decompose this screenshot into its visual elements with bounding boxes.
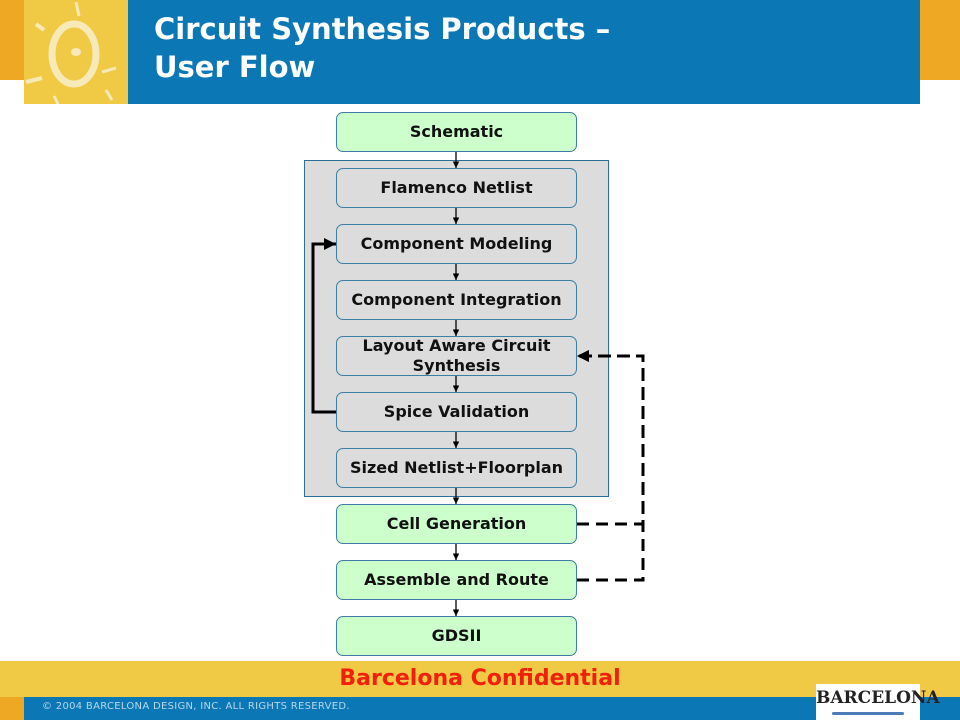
footer-yellow-band bbox=[0, 661, 960, 697]
flow-node-gdsii: GDSII bbox=[336, 616, 577, 656]
edge-assemble-and-route-to-layout-aware-circuit-synthesis bbox=[577, 350, 645, 582]
barcelona-logo: BARCELONA bbox=[816, 684, 940, 720]
flow-node-spice-validation: Spice Validation bbox=[336, 392, 577, 432]
header-sun-panel bbox=[24, 0, 128, 105]
header-orange-strip-right bbox=[920, 0, 960, 80]
confidential-label: Barcelona Confidential bbox=[339, 666, 621, 691]
copyright-text: © 2004 BARCELONA DESIGN, INC. ALL RIGHTS… bbox=[42, 701, 350, 712]
flow-node-component-modeling: Component Modeling bbox=[336, 224, 577, 264]
logo-wave-icon bbox=[832, 712, 904, 715]
flow-node-cell-generation: Cell Generation bbox=[336, 504, 577, 544]
flow-node-component-integration: Component Integration bbox=[336, 280, 577, 320]
page-title: Circuit Synthesis Products – User Flow bbox=[154, 10, 610, 86]
page-title-line2: User Flow bbox=[154, 50, 316, 84]
title-bar bbox=[128, 0, 920, 104]
page-title-line1: Circuit Synthesis Products – bbox=[154, 12, 611, 46]
flow-node-assemble-and-route: Assemble and Route bbox=[336, 560, 577, 600]
footer-blue-band bbox=[24, 697, 960, 720]
flow-node-sized-netlist-floorplan: Sized Netlist+Floorplan bbox=[336, 448, 577, 488]
flow-node-flamenco-netlist: Flamenco Netlist bbox=[336, 168, 577, 208]
footer-orange-strip bbox=[0, 697, 24, 720]
logo-text: BARCELONA bbox=[816, 688, 940, 708]
edge-spice-validation-to-component-modeling bbox=[311, 238, 336, 414]
sun-icon bbox=[25, 1, 117, 105]
flow-node-schematic: Schematic bbox=[336, 112, 577, 152]
edge-cell-generation-to-layout-aware-circuit-synthesis bbox=[577, 350, 645, 526]
flow-node-layout-aware-circuit-synthesis: Layout Aware Circuit Synthesis bbox=[336, 336, 577, 376]
header-orange-strip-left bbox=[0, 0, 24, 80]
